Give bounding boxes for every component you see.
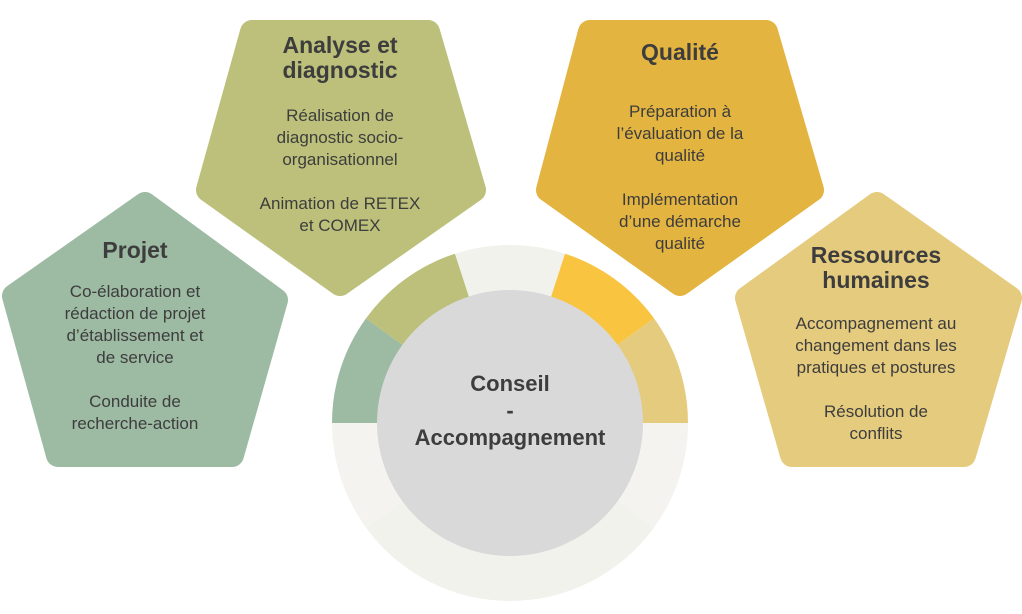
card-line: Implémentation bbox=[621, 190, 739, 209]
projet-pentagon bbox=[2, 192, 288, 467]
ring-segment bbox=[365, 500, 655, 601]
card-qualite: Qualité Préparation à l’évaluation de la… bbox=[617, 40, 744, 255]
card-line: diagnostic socio- bbox=[276, 128, 404, 147]
card-line: qualité bbox=[654, 234, 706, 253]
ring-segment bbox=[616, 423, 688, 528]
card-line: changement dans les bbox=[795, 336, 957, 355]
ring-segment-projet bbox=[332, 318, 404, 423]
card-line: recherche-action bbox=[71, 414, 199, 433]
card-line: l’évaluation de la bbox=[616, 124, 744, 143]
card-projet: Projet Co-élaboration et rédaction de pr… bbox=[65, 238, 206, 435]
ring-segment-rh bbox=[616, 318, 688, 423]
card-line: Animation de RETEX bbox=[259, 194, 421, 213]
analyse-pentagon bbox=[196, 20, 486, 296]
card-line: et COMEX bbox=[299, 216, 381, 235]
ring-segment bbox=[332, 423, 404, 528]
qualite-pentagon bbox=[536, 20, 824, 296]
card-line: Réalisation de bbox=[286, 106, 394, 125]
ring bbox=[332, 245, 688, 601]
card-line: Résolution de bbox=[824, 402, 928, 421]
ring-segment-analyse bbox=[365, 253, 470, 346]
ring-segment-qualite bbox=[550, 253, 655, 346]
center-circle bbox=[377, 290, 643, 556]
card-line: d’une démarche bbox=[619, 212, 741, 231]
card-line: rédaction de projet bbox=[64, 304, 206, 323]
card-line: Conduite de bbox=[89, 392, 181, 411]
center-line: - bbox=[506, 398, 514, 423]
card-line: d’établissement et bbox=[66, 326, 204, 345]
card-title: Qualité bbox=[641, 39, 719, 65]
card-line: organisationnel bbox=[282, 150, 398, 169]
rh-pentagon bbox=[735, 192, 1022, 467]
card-line: Préparation à bbox=[628, 102, 732, 121]
card-title: Analyse et bbox=[282, 32, 398, 58]
card-line: de service bbox=[96, 348, 174, 367]
card-line: pratiques et postures bbox=[796, 358, 956, 377]
card-analyse: Analyse et diagnostic Réalisation de dia… bbox=[260, 33, 421, 237]
center-line: Conseil bbox=[470, 371, 550, 396]
card-title: Ressources bbox=[810, 242, 942, 268]
card-line: Accompagnement au bbox=[795, 314, 957, 333]
center-line: Accompagnement bbox=[414, 425, 606, 450]
ring-segment bbox=[454, 245, 566, 298]
center-label: Conseil - Accompagnement bbox=[415, 370, 606, 451]
card-line: qualité bbox=[654, 146, 706, 165]
card-title: diagnostic bbox=[282, 57, 398, 83]
card-title: Projet bbox=[102, 237, 168, 263]
card-line: Co-élaboration et bbox=[69, 282, 201, 301]
card-line: conflits bbox=[849, 424, 903, 443]
card-title: humaines bbox=[822, 267, 930, 293]
card-rh: Ressources humaines Accompagnement au ch… bbox=[795, 243, 957, 445]
